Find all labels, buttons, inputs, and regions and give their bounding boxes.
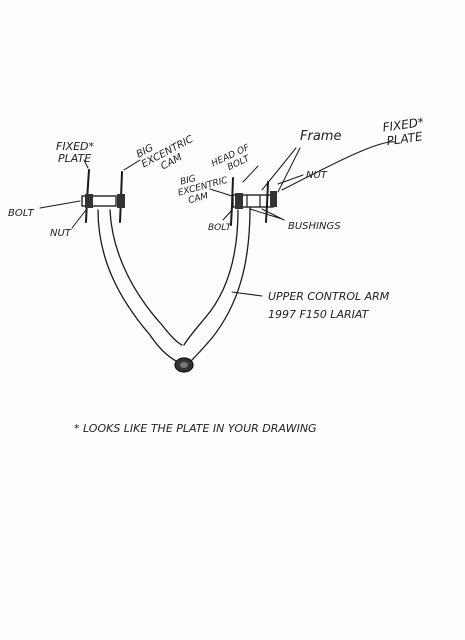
label-bolt-left: BOLT [8,208,35,219]
label-arm-title-line1: UPPER CONTROL ARM [268,290,390,303]
bushings-shape [246,195,261,208]
upper-control-arm [97,207,251,365]
fixed-plate-right-shape [265,181,269,223]
label-arm-title-line2: 1997 F150 LARIAT [268,308,370,321]
label-head-of-bolt: HEAD OF BOLT [210,142,258,179]
label-fixed-plate-left: FIXED* PLATE [56,140,98,165]
label-frame: Frame [300,129,341,144]
label-big-eccentric-cam-left: BIG EXCENTRIC CAM [135,123,203,180]
ball-joint [174,357,194,373]
label-nut-right: NUT [306,170,328,181]
label-nut-left: NUT [50,228,72,239]
bolt-left-head [117,194,125,208]
bolt-left-shaft [81,195,117,207]
footnote: * LOOKS LIKE THE PLATE IN YOUR DRAWING [74,422,317,435]
nut-right-shape [270,191,277,207]
left-mount-assembly [39,159,141,229]
label-bushings: BUSHINGS [288,221,341,232]
right-mount-assembly [209,141,396,297]
eccentric-cam-right-shape [230,177,234,226]
label-bolt-right: BOLT [208,223,233,233]
label-fixed-plate-right: FIXED* PLATE [382,114,431,148]
nut-left-shape [85,194,93,208]
label-big-eccentric-cam-right: BIG EXCENTRIC CAM [174,165,234,208]
bolt-right-head [235,193,243,209]
